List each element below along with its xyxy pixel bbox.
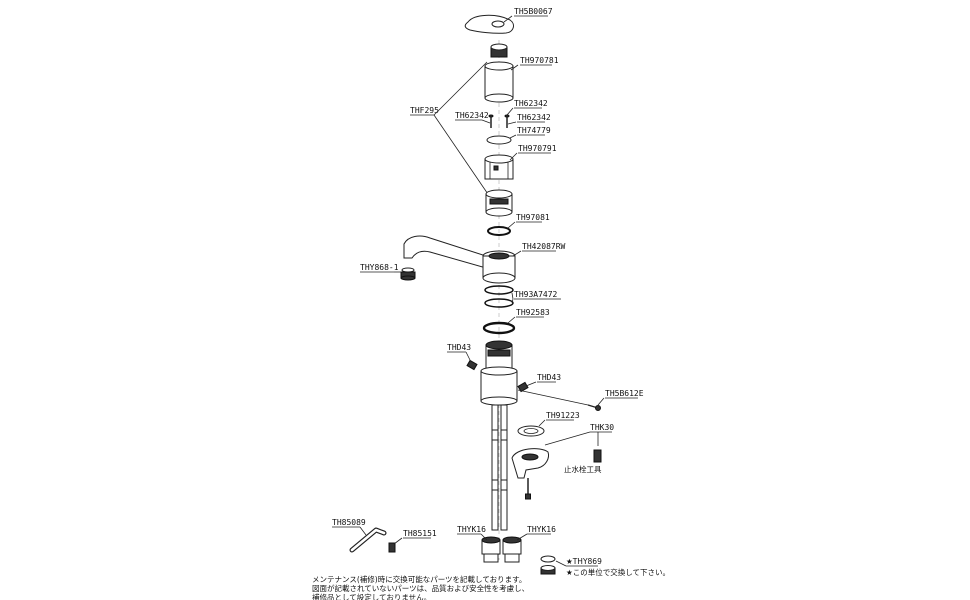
label-th5b0067: TH5B0067 [514, 7, 553, 16]
label-thy869: ★THY869 [566, 557, 602, 566]
ring-th92583 [482, 321, 516, 335]
footer-note-2: 図面が記載されていないパーツは、品質および安全性を考慮し、 [312, 583, 529, 593]
label-thd43-a: THD43 [447, 343, 471, 352]
label-thy868-1: THY868-1 [360, 263, 399, 272]
oring-th93a7472-lower [484, 298, 514, 308]
label-th42087rw: TH42087RW [522, 242, 566, 251]
label-th74779: TH74779 [517, 126, 551, 135]
label-th62342-b: TH62342 [455, 111, 489, 120]
mounting-bracket [511, 448, 549, 479]
footer-note-1: メンテナンス(補修)時に交換可能なパーツを記載しております。 [312, 574, 526, 584]
strainer-thy869 [540, 555, 556, 575]
label-thf295: THF295 [410, 106, 439, 115]
label-th970781: TH970781 [520, 56, 559, 65]
screw-right [504, 114, 510, 128]
set-screw-right [517, 381, 529, 393]
label-th5b612e: TH5B612E [605, 389, 644, 398]
supply-tubes [491, 404, 508, 531]
label-th85151: TH85151 [403, 529, 437, 538]
label-th93a7472: TH93A7472 [514, 290, 558, 299]
cap-piece [490, 43, 508, 58]
cartridge-housing [484, 154, 514, 180]
label-thyk16-b: THYK16 [527, 525, 556, 534]
aerator [400, 267, 416, 281]
hex-wrench [349, 527, 387, 553]
label-th97081: TH97081 [516, 213, 550, 222]
label-th91223: TH91223 [546, 411, 580, 420]
screw-left [488, 114, 494, 128]
label-th62342-c: TH62342 [517, 113, 551, 122]
cover-cylinder [484, 61, 514, 103]
set-screw-left [466, 359, 478, 371]
screw-th5b612e [587, 404, 601, 411]
label-th92583: TH92583 [516, 308, 550, 317]
key-th85151 [388, 542, 396, 553]
connector-left [481, 536, 501, 563]
clip-th97081 [487, 226, 511, 236]
connector-right [502, 536, 522, 563]
label-thd43-b: THD43 [537, 373, 561, 382]
lever-handle [464, 14, 514, 34]
footer-note-3: 補修品として設定しておりません。 [312, 592, 431, 600]
main-body [480, 340, 518, 406]
label-th85089: TH85089 [332, 518, 366, 527]
oring-th93a7472-upper [484, 285, 514, 295]
label-th62342-a: TH62342 [514, 99, 548, 108]
ring-th74779 [486, 135, 512, 145]
label-thyk16-a: THYK16 [457, 525, 486, 534]
spout [403, 235, 516, 284]
star-note: ★この単位で交換して下さい。 [566, 567, 670, 577]
bracket-bolt [525, 478, 531, 500]
stop-tool-key [593, 449, 602, 463]
cartridge-body [485, 189, 513, 217]
label-stop-tool: 止水栓工具 [564, 464, 602, 474]
label-thk30: THK30 [590, 423, 614, 432]
label-th970791: TH970791 [518, 144, 557, 153]
